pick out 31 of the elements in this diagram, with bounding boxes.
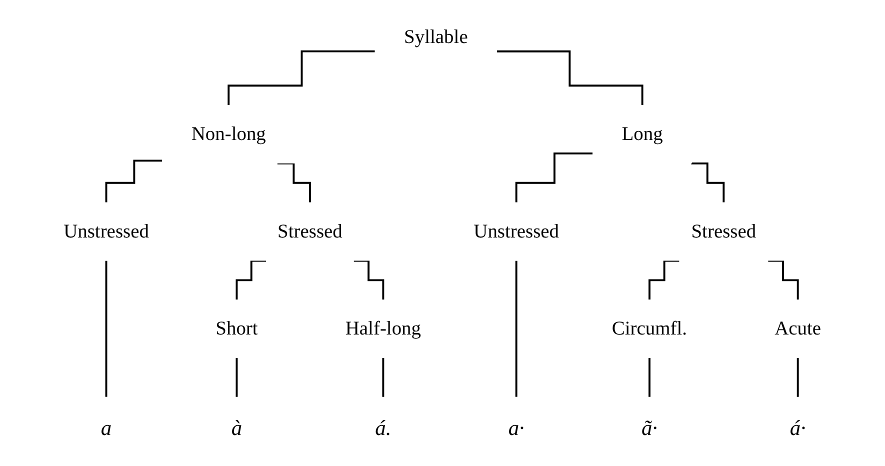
node-text: a — [101, 415, 112, 440]
node-text: Circumfl. — [612, 318, 688, 340]
connector — [497, 50, 644, 106]
node-text: Unstressed — [64, 220, 150, 242]
connector — [648, 357, 651, 398]
node-text: ã· — [642, 415, 658, 440]
connector — [236, 260, 266, 301]
node-text: Short — [216, 318, 258, 340]
connector — [516, 152, 593, 204]
node-text: Acute — [774, 318, 822, 340]
connector — [691, 162, 725, 204]
connector — [648, 260, 680, 301]
connector — [768, 260, 799, 301]
connector — [228, 50, 376, 106]
connector — [236, 357, 238, 398]
node-text: Syllable — [404, 26, 468, 48]
node-text: Half-long — [346, 318, 422, 340]
connector — [354, 260, 384, 301]
connector — [105, 260, 108, 398]
node-text: Non-long — [192, 124, 266, 145]
node-text: Long — [622, 124, 664, 145]
node-text: á· — [790, 415, 806, 440]
node-text: à — [232, 415, 242, 440]
node-text: Unstressed — [474, 220, 560, 242]
connector — [105, 160, 162, 204]
connector — [797, 357, 799, 398]
connector — [382, 357, 384, 398]
node-text: a· — [508, 415, 525, 440]
node-text: á. — [375, 415, 392, 440]
connector — [516, 260, 518, 398]
connector — [278, 162, 312, 204]
